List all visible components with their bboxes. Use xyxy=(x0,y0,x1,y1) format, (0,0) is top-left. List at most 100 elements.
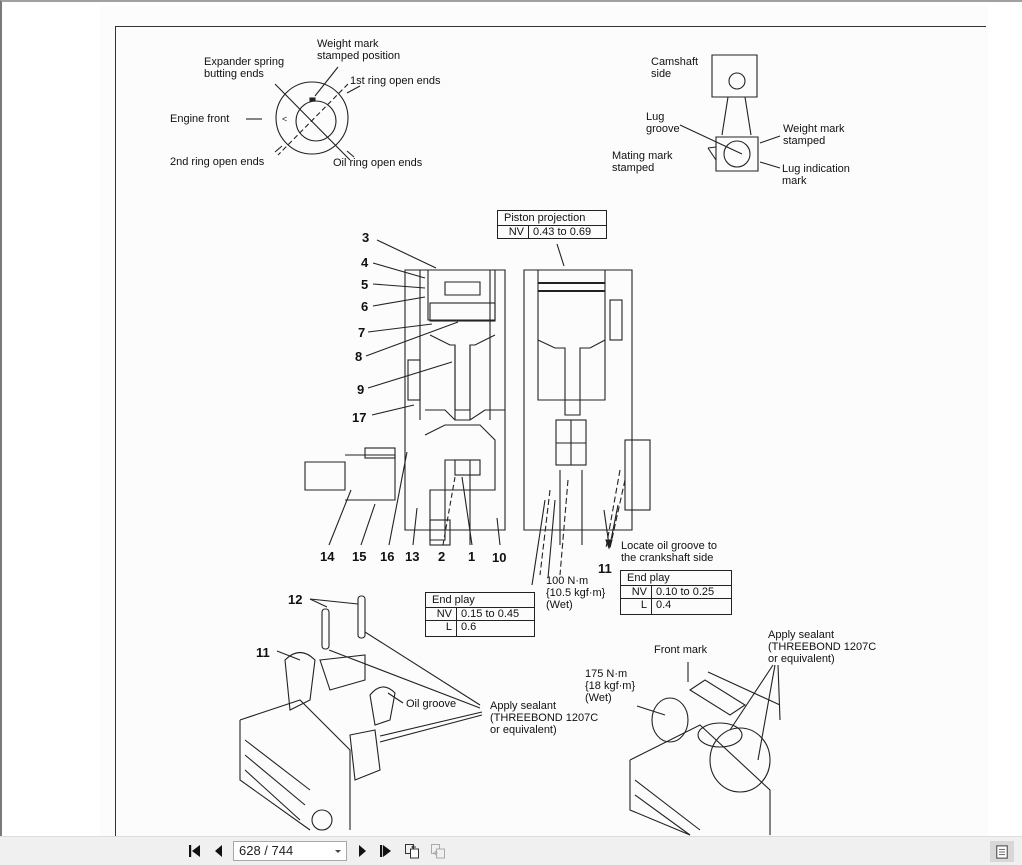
callout-15: 15 xyxy=(352,549,367,564)
callout-8: 8 xyxy=(355,349,363,364)
lug-indication-label-2: mark xyxy=(782,175,807,187)
page-number-value: 628 / 744 xyxy=(239,843,294,858)
callout-leaders xyxy=(276,239,556,661)
weight-mark-label-2: stamped position xyxy=(317,50,401,62)
spec-value: 0.43 to 0.69 xyxy=(533,226,592,238)
weight-mark-stamped-label: Weight mark xyxy=(783,123,845,135)
cylinder-block-bearing-caps xyxy=(239,631,483,831)
document-viewport[interactable] xyxy=(0,0,1022,838)
dropdown-arrow-icon xyxy=(335,850,341,853)
expander-spring-label-2: butting ends xyxy=(204,68,264,80)
stud-bolts xyxy=(321,595,366,650)
sealant-right-label-2: (THREEBOND 1207C xyxy=(768,641,877,653)
end-play-table-left: End play NV 0.15 to 0.45 L 0.6 xyxy=(425,592,535,637)
page-view-button[interactable] xyxy=(990,841,1014,862)
piston-projection-title: Piston projection xyxy=(498,211,606,226)
torque-175-label: 175 N·m xyxy=(585,668,628,680)
weight-mark-stamped-label-2: stamped xyxy=(783,135,826,147)
next-page-button[interactable] xyxy=(353,842,371,860)
sealant-left-label-3: or equivalent) xyxy=(490,724,557,736)
sealant-left-label-2: (THREEBOND 1207C xyxy=(490,712,599,724)
callout-11-bottom: 11 xyxy=(256,645,270,660)
page-border xyxy=(115,26,986,839)
lug-groove-label: Lug xyxy=(646,111,665,123)
spec-value: 0.10 to 0.25 xyxy=(656,586,715,598)
engine-cross-section-left xyxy=(304,269,506,546)
sealant-right-label: Apply sealant xyxy=(768,629,835,641)
spec-value: 0.15 to 0.45 xyxy=(461,608,520,620)
oil-groove-arrow-icons xyxy=(603,504,619,550)
spec-value: 0.4 xyxy=(656,599,672,611)
last-page-button[interactable] xyxy=(377,842,395,860)
last-page-icon xyxy=(380,845,391,857)
sealant-right-label-3: or equivalent) xyxy=(768,653,835,665)
lug-groove-label-2: groove xyxy=(646,123,680,135)
callout-10: 10 xyxy=(492,550,507,565)
engine-assembly-illustration: < xyxy=(239,54,781,836)
piston-projection-table: Piston projection NV 0.43 to 0.69 xyxy=(497,210,607,239)
leader-line xyxy=(556,243,565,267)
mating-mark-label-2: stamped xyxy=(612,162,655,174)
spec-key: NV xyxy=(426,608,457,620)
first-ring-label: 1st ring open ends xyxy=(350,75,441,87)
connecting-rod-diagram xyxy=(679,54,781,172)
page-number-select[interactable]: 628 / 744 xyxy=(233,841,347,861)
table-row: L 0.4 xyxy=(621,599,731,614)
previous-view-button[interactable] xyxy=(403,842,421,860)
spec-key: NV xyxy=(621,586,652,598)
torque-175-kgf: {18 kgf·m} xyxy=(585,680,636,692)
callout-4: 4 xyxy=(361,255,369,270)
previous-page-button[interactable] xyxy=(210,842,228,860)
callout-2: 2 xyxy=(438,549,446,564)
callout-9: 9 xyxy=(357,382,365,397)
camshaft-side-label: Camshaft xyxy=(651,56,699,68)
table-row: NV 0.43 to 0.69 xyxy=(498,226,606,238)
second-ring-label: 2nd ring open ends xyxy=(170,156,265,168)
previous-view-icon xyxy=(405,844,419,859)
callout-16: 16 xyxy=(380,549,395,564)
callout-7: 7 xyxy=(358,325,366,340)
callout-5: 5 xyxy=(361,277,369,292)
torque-100-wet: (Wet) xyxy=(546,599,573,611)
oil-ring-label: Oil ring open ends xyxy=(333,157,423,169)
torque-100-kgf: {10.5 kgf·m} xyxy=(546,587,606,599)
callout-3: 3 xyxy=(362,230,370,245)
navigation-toolbar: 628 / 744 xyxy=(0,836,1022,865)
next-page-icon xyxy=(359,845,366,857)
expander-spring-label: Expander spring xyxy=(204,56,285,68)
spec-key: L xyxy=(621,599,652,614)
spec-key: NV xyxy=(498,226,529,238)
spec-value: 0.6 xyxy=(461,621,477,633)
lug-indication-label: Lug indication xyxy=(782,163,850,175)
previous-page-icon xyxy=(215,845,222,857)
svg-text:<: < xyxy=(282,114,287,124)
engine-front-label: Engine front xyxy=(170,113,230,125)
callout-12: 12 xyxy=(288,592,303,607)
callout-11-top: 11 xyxy=(598,561,612,576)
spec-key: L xyxy=(426,621,457,636)
next-view-icon xyxy=(431,844,445,859)
callout-17: 17 xyxy=(352,410,367,425)
locate-oil-groove-label: Locate oil groove to xyxy=(621,540,718,552)
cylinder-block-crankshaft xyxy=(629,662,781,836)
oil-groove-label: Oil groove xyxy=(406,698,457,710)
single-page-icon xyxy=(996,844,1008,859)
end-play-table-right: End play NV 0.10 to 0.25 L 0.4 xyxy=(620,570,732,615)
torque-100-label: 100 N·m xyxy=(546,575,589,587)
front-mark-label: Front mark xyxy=(654,644,708,656)
table-row: NV 0.10 to 0.25 xyxy=(621,586,731,599)
first-page-icon xyxy=(189,845,200,857)
callout-1: 1 xyxy=(468,549,476,564)
first-page-button[interactable] xyxy=(186,842,204,860)
engine-cross-section-right xyxy=(523,269,651,576)
camshaft-side-label-2: side xyxy=(651,68,672,80)
table-row: NV 0.15 to 0.45 xyxy=(426,608,534,621)
locate-oil-groove-label-2: the crankshaft side xyxy=(621,552,714,564)
callout-14: 14 xyxy=(320,549,335,564)
callout-6: 6 xyxy=(361,299,369,314)
torque-175-wet: (Wet) xyxy=(585,692,612,704)
document-page xyxy=(100,6,988,838)
sealant-left-label: Apply sealant xyxy=(490,700,557,712)
next-view-button[interactable] xyxy=(429,842,447,860)
callout-13: 13 xyxy=(405,549,420,564)
